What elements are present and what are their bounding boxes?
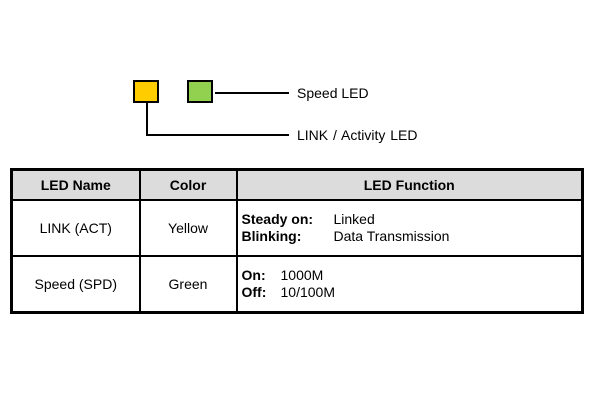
table-header-row: LED Name Color LED Function (10, 168, 584, 201)
led-name-cell: Speed (SPD) (10, 255, 141, 314)
led-function-table: LED Name Color LED Function LINK (ACT) Y… (10, 168, 584, 314)
function-key: Off: (241, 284, 267, 300)
link-led-leader-line-horizontal (146, 134, 289, 136)
table-row: Speed (SPD) Green On: 1000M Off: 10/100M (10, 255, 584, 314)
link-led-label: LINK / Activity LED (297, 127, 418, 143)
function-value: 1000M (280, 267, 324, 283)
function-value: 10/100M (280, 284, 335, 300)
function-value: Linked (333, 211, 375, 227)
speed-led-leader-line (215, 92, 289, 94)
table-row: LINK (ACT) Yellow Steady on: Linked Blink… (10, 199, 584, 257)
function-line: Steady on: Linked (242, 211, 582, 228)
led-legend: Speed LED LINK / Activity LED (0, 0, 600, 160)
link-led-indicator (133, 80, 159, 103)
color-cell: Yellow (138, 199, 238, 257)
link-led-leader-line-vertical (146, 103, 148, 136)
led-function-cell: Steady on: Linked Blinking: Data Transmiss… (235, 199, 584, 257)
function-line: Blinking: Data Transmission (242, 228, 582, 245)
function-line: On: 1000M (242, 267, 582, 284)
color-cell: Green (138, 255, 238, 314)
led-function-cell: On: 1000M Off: 10/100M (235, 255, 584, 314)
header-led-function: LED Function (235, 168, 584, 201)
function-key: Steady on: (241, 211, 314, 227)
function-key: On: (241, 267, 266, 283)
header-led-name: LED Name (10, 168, 141, 201)
header-color: Color (138, 168, 238, 201)
speed-led-indicator (187, 80, 213, 103)
function-key: Blinking: (241, 228, 302, 244)
function-value: Data Transmission (333, 228, 450, 244)
led-name-cell: LINK (ACT) (10, 199, 141, 257)
speed-led-label: Speed LED (297, 85, 369, 101)
function-line: Off: 10/100M (242, 284, 582, 301)
